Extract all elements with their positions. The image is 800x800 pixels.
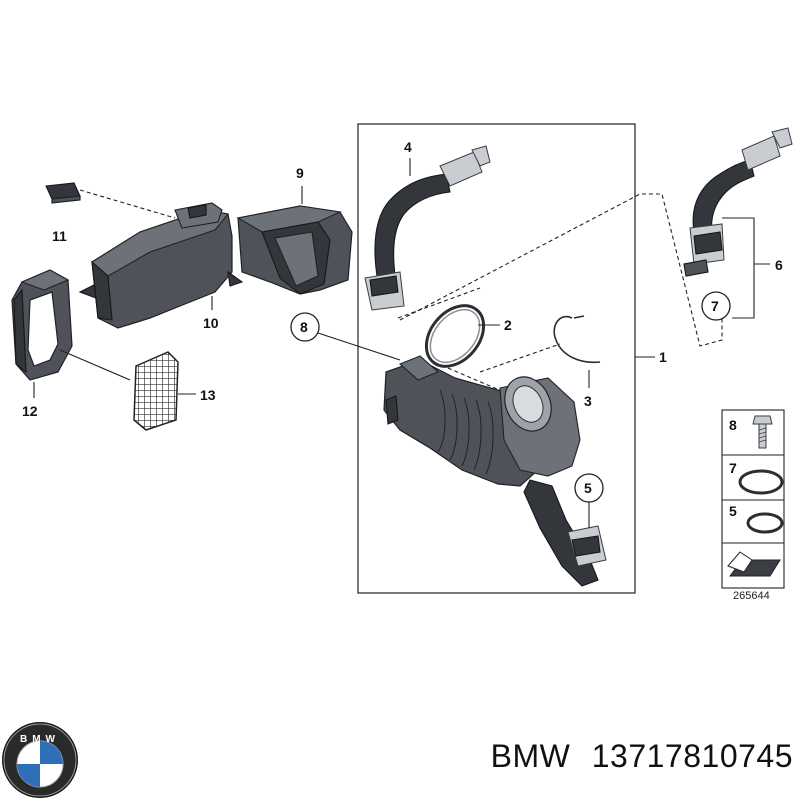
callout-9: 9 — [296, 165, 304, 181]
fastener-legend: 8 7 5 — [721, 409, 785, 589]
leader-6 — [722, 217, 770, 319]
o-ring-small-icon — [746, 512, 784, 534]
part-2-clamp-ring — [424, 304, 486, 368]
callout-8: 8 — [300, 319, 308, 335]
callout-12: 12 — [22, 403, 38, 419]
callout-11: 11 — [52, 228, 67, 244]
reference-number: 265644 — [733, 590, 770, 602]
callout-13: 13 — [200, 387, 216, 403]
leader-8 — [317, 332, 401, 361]
leader-12-13 — [59, 349, 131, 381]
callout-7-circle — [701, 291, 731, 321]
callout-5: 5 — [584, 480, 592, 496]
footer-caption: BMW 13717810745 — [383, 738, 793, 788]
bolt-icon — [752, 415, 773, 449]
legend-7-label: 7 — [729, 460, 737, 476]
part-4-upper-hose — [364, 145, 491, 311]
gasket-icon — [727, 551, 781, 577]
footer-brand: BMW — [490, 738, 571, 774]
part-11-cap — [45, 182, 81, 204]
callout-7: 7 — [711, 298, 719, 314]
part-1-intake-assembly — [383, 355, 607, 587]
part-12-seal-ring — [11, 269, 73, 381]
assembly-frame — [357, 123, 636, 594]
bmw-logo: BMW — [2, 722, 78, 798]
callout-6: 6 — [775, 257, 783, 273]
leader-11 — [79, 189, 176, 219]
part-13-mesh-grille — [133, 351, 179, 431]
leader-3-dash — [479, 343, 561, 373]
logo-letters: BMW — [20, 734, 60, 745]
leader-2-dash — [447, 367, 533, 405]
callout-10: 10 — [203, 315, 219, 331]
part-10-air-duct — [78, 202, 244, 329]
part-9-intake-scoop — [236, 205, 353, 295]
leader-6-dash — [399, 193, 723, 347]
callout-2: 2 — [504, 317, 512, 333]
callout-8-circle — [290, 312, 320, 342]
part-6-side-hose — [683, 127, 793, 277]
legend-8-label: 8 — [729, 417, 737, 433]
o-ring-large-icon — [738, 469, 784, 495]
footer-part-number: 13717810745 — [591, 738, 793, 774]
leader-4-dash — [397, 287, 481, 319]
callout-3: 3 — [584, 393, 592, 409]
callout-1: 1 — [659, 349, 667, 365]
callout-4: 4 — [404, 139, 412, 155]
part-3-wire-clip — [553, 315, 601, 364]
legend-5-label: 5 — [729, 503, 737, 519]
